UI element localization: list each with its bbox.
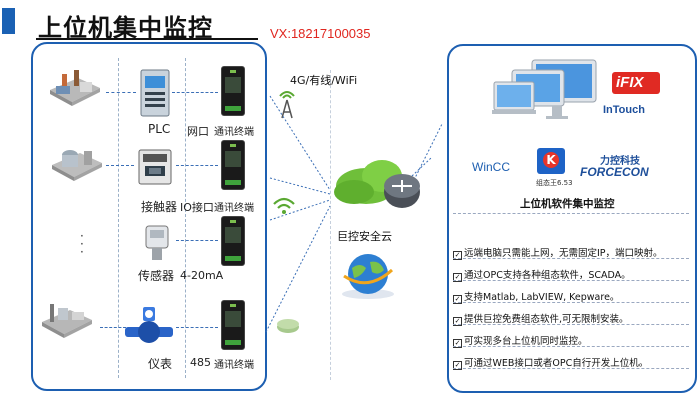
feature-separator: [453, 368, 689, 369]
wincc-logo: WinCC: [472, 160, 510, 174]
cloud-label: 巨控安全云: [337, 230, 392, 243]
connection-arrow: [172, 92, 218, 93]
router-icon: [277, 319, 299, 333]
forcecon-logo-en: FORCECON: [580, 165, 649, 179]
panel-divider-line: [185, 58, 186, 378]
checkbox-icon: ✓: [453, 317, 462, 326]
interface-label: IO接口: [180, 201, 214, 214]
terminal-label: 通讯终端: [214, 127, 254, 138]
feature-text: 提供巨控免费组态软件,可无限制安装。: [464, 314, 629, 325]
connection-arrow: [106, 92, 136, 93]
checkbox-icon: ✓: [453, 251, 462, 260]
feature-separator: [453, 324, 689, 325]
feature-separator: [453, 280, 689, 281]
feature-item: ✓远端电脑只需能上网，无需固定IP，端口映射。: [453, 245, 663, 260]
sensor-icon: [145, 225, 169, 260]
page-title: 上位机集中监控: [38, 14, 213, 42]
uplink-arrow: [413, 123, 443, 181]
feature-item: ✓提供巨控免费组态软件,可无限制安装。: [453, 311, 629, 326]
kingview-label: 组态王6.53: [536, 179, 573, 187]
feature-item: ✓支持Matlab, LabVIEW, Kepware。: [453, 289, 619, 304]
feature-separator: [453, 258, 689, 259]
feature-item: ✓可实现多台上位机同时监控。: [453, 333, 588, 348]
forcecon-logo-cn: 力控科技: [600, 156, 640, 167]
plc-icon: [140, 69, 170, 117]
feature-text: 通过OPC支持各种组态软件，SCADA。: [464, 270, 631, 281]
contactor-icon: [138, 149, 172, 185]
connection-arrow: [176, 327, 218, 328]
header-accent-bar: [2, 8, 15, 34]
device-label-meter: 仪表: [148, 357, 173, 371]
feature-text: 支持Matlab, LabVIEW, Kepware。: [464, 292, 620, 303]
checkbox-icon: ✓: [453, 361, 462, 370]
computers-icon: [492, 59, 597, 119]
terminal-label: 通讯终端: [214, 360, 254, 371]
title-separator: [453, 213, 689, 214]
factory-icon: [42, 304, 92, 338]
factory-icon: [50, 70, 100, 106]
device-label-contactor: 接触器: [141, 200, 178, 214]
checkbox-icon: ✓: [453, 273, 462, 282]
cloud-icon: [334, 160, 420, 208]
panel-divider-line: [118, 58, 119, 378]
feature-separator: [453, 302, 689, 303]
title-underline: [36, 38, 258, 40]
comm-terminal-icon: [221, 66, 245, 116]
globe-icon: [342, 254, 394, 299]
feature-item: ✓可通过WEB接口或者OPC自行开发上位机。: [453, 355, 648, 370]
checkbox-icon: ✓: [453, 295, 462, 304]
feature-item: ✓通过OPC支持各种组态软件，SCADA。: [453, 267, 631, 282]
feature-text: 可实现多台上位机同时监控。: [464, 336, 588, 347]
feature-text: 可通过WEB接口或者OPC自行开发上位机。: [464, 358, 649, 369]
comm-terminal-icon: [221, 140, 245, 190]
ellipsis-dots: ···: [80, 229, 84, 259]
comm-terminal-icon: [221, 216, 245, 266]
factory-icon: [52, 150, 102, 181]
comm-terminal-icon: [221, 300, 245, 350]
software-panel-title: 上位机软件集中监控: [520, 198, 615, 210]
device-label-sensor: 传感器: [138, 269, 175, 283]
connection-arrow: [106, 165, 134, 166]
connection-arrow: [176, 165, 218, 166]
connection-arrow: [176, 240, 218, 241]
interface-label: 485: [190, 356, 211, 369]
device-label-plc: PLC: [148, 122, 171, 136]
connection-arrow: [100, 327, 126, 328]
intouch-logo: InTouch: [603, 104, 645, 116]
kingview-logo: K: [537, 148, 565, 174]
ifix-logo: iFIX: [612, 72, 660, 94]
field-devices-panel: [31, 42, 267, 391]
scada-software-panel: [447, 44, 697, 393]
feature-text: 远端电脑只需能上网，无需固定IP，端口映射。: [464, 248, 663, 259]
center-divider-line: [330, 70, 331, 380]
wifi-icon: [273, 197, 295, 214]
interface-label: 4-20mA: [180, 269, 224, 282]
terminal-label: 通讯终端: [214, 203, 254, 214]
feature-separator: [453, 346, 689, 347]
network-label: 4G/有线/WiFi: [290, 74, 358, 87]
flow-meter-icon: [125, 307, 173, 343]
checkbox-icon: ✓: [453, 339, 462, 348]
connection-lines: [265, 95, 432, 333]
cell-tower-icon: [279, 91, 295, 119]
interface-label: 网口: [187, 125, 209, 138]
contact-text: VX:18217100035: [270, 26, 371, 41]
ifix-logo-text: iFIX: [616, 74, 644, 91]
